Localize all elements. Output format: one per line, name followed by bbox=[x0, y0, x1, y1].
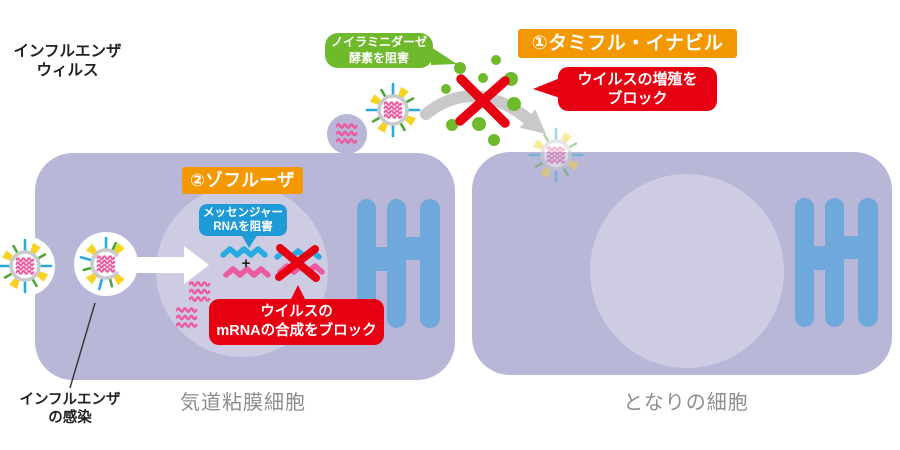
drug1-effect-line2: ブロック bbox=[607, 90, 668, 107]
mrna-inhibit-bubble-tail bbox=[241, 234, 258, 248]
left-cell-caption: 気道粘膜細胞 bbox=[180, 392, 306, 414]
drug1-effect-line1: ウイルスの増殖を bbox=[577, 71, 698, 88]
neuraminidase-bubble-tail bbox=[431, 47, 457, 65]
mrna-inhibit-line2: RNAを阻害 bbox=[213, 221, 273, 233]
drug-molecule-dots-icon bbox=[441, 55, 521, 146]
mrna-block-line1: ウイルスの bbox=[260, 304, 333, 320]
drug1-effect-bubble: ウイルスの増殖を ブロック bbox=[558, 67, 717, 111]
infection-label-line1: インフルエンザ bbox=[19, 392, 121, 408]
spread-arrow-head-icon bbox=[519, 109, 546, 134]
influenza-virus-label-line2: ウィルス bbox=[36, 61, 99, 79]
infection-label-line2: の感染 bbox=[48, 409, 92, 426]
viral-rna-icon bbox=[188, 281, 211, 302]
viral-rna-icon bbox=[335, 123, 358, 144]
drug2-title-box: ②ゾフルーザ bbox=[182, 167, 303, 194]
membrane-protein-icon bbox=[795, 198, 878, 327]
infection-label: インフルエンザ の感染 bbox=[8, 392, 132, 427]
mrna-inhibit-line1: メッセンジャー bbox=[203, 206, 283, 219]
viral-rna-icon bbox=[175, 307, 198, 328]
neuraminidase-bubble-line2: 酵素を阻害 bbox=[348, 50, 409, 65]
released-virus-icon bbox=[365, 82, 421, 138]
right-cell-nucleus bbox=[590, 174, 784, 368]
infection-arrow-icon bbox=[133, 246, 209, 284]
drug1-title-box: ①タミフル・イナビル bbox=[518, 29, 737, 58]
mrna-block-line2: mRNAの合成をブロック bbox=[216, 323, 377, 339]
right-cell-caption: となりの細胞 bbox=[623, 392, 749, 414]
mrna-blocked-x-icon bbox=[275, 244, 320, 282]
influenza-virus-label-line1: インフルエンザ bbox=[13, 43, 122, 60]
infection-pointer-line bbox=[69, 302, 96, 389]
spread-blocked-x-icon bbox=[455, 74, 510, 128]
neuraminidase-bubble: ノイラミニダーゼ 酵素を阻害 bbox=[325, 33, 433, 68]
influenza-virus-label: インフルエンザ ウィルス bbox=[5, 43, 130, 80]
mrna-inhibit-bubble: メッセンジャー RNAを阻害 bbox=[199, 204, 287, 236]
plus-sign: + bbox=[241, 255, 251, 272]
mrna-block-bubble: ウイルスの mRNAの合成をブロック bbox=[209, 299, 384, 345]
neuraminidase-bubble-line1: ノイラミニダーゼ bbox=[330, 35, 427, 49]
mrna-block-bubble-tail bbox=[289, 285, 307, 303]
drug1-effect-bubble-tail bbox=[533, 78, 560, 98]
